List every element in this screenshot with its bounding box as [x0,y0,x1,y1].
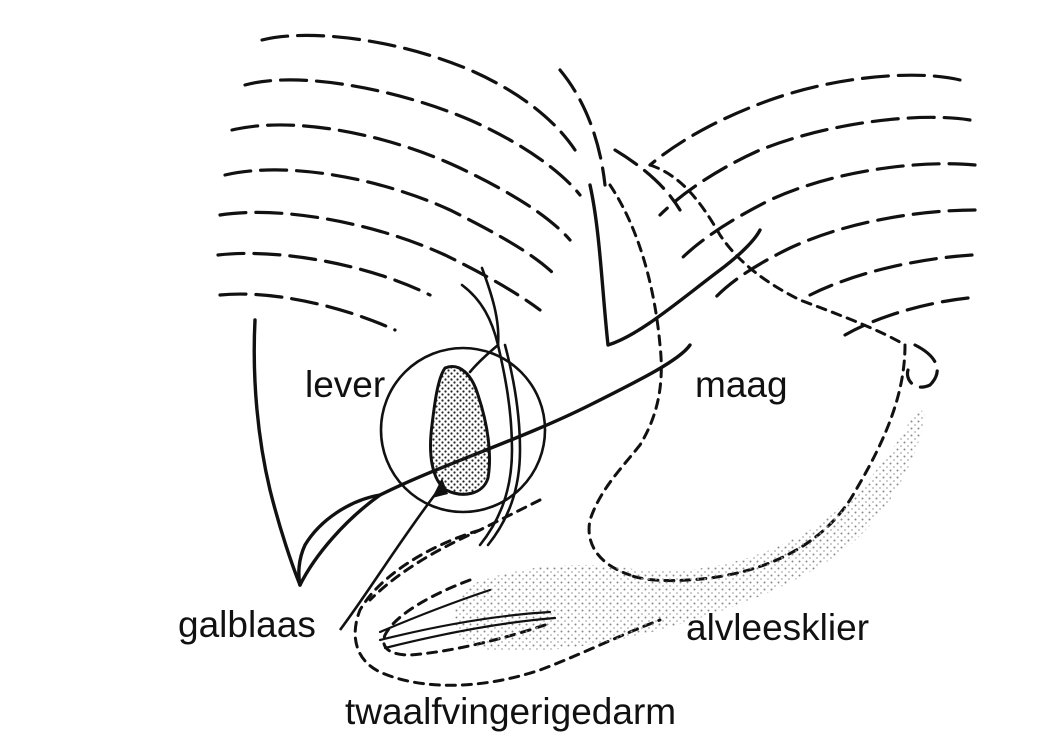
xiphoid [613,148,682,212]
ribcage [216,33,977,389]
cystic-duct [468,343,500,374]
zoom-circle [379,346,547,514]
common-bile-duct [478,343,514,547]
rib-right-4 [713,208,977,300]
liver-label: lever [305,364,386,405]
hepatic-duct-1 [460,283,500,347]
rib-left-6 [216,251,432,297]
duodenum-inner [382,578,547,657]
rib-right-2 [658,115,972,217]
pointer-arrowhead [432,478,448,498]
rib-right-1 [648,73,962,167]
pancreatic-duct [378,588,557,650]
liver-inner-curve [297,493,382,587]
pancreas [453,410,925,652]
rib-left-2 [243,78,582,197]
common-bile-duct-2 [486,343,522,547]
rib-right-5 [808,253,974,297]
sternum [558,68,607,187]
gallbladder-pointer [338,487,442,631]
liver-right-lobe [588,183,762,347]
rib-left-7 [218,292,397,332]
right-costal-margin [905,343,939,389]
rib-left-1 [260,33,577,152]
stomach-fundus [648,163,907,347]
hepatic-duct-2 [480,266,500,347]
duodenum-label: twaalfvingerigedarm [345,691,677,732]
stomach-label: maag [695,364,788,405]
rib-right-6 [843,296,970,337]
stomach-upper [587,183,663,577]
rib-left-4 [223,168,557,277]
pancreas-body [453,410,925,652]
gallbladder-label: galblaas [178,604,316,645]
liver-left-edge [252,318,302,587]
rib-right-3 [678,162,977,262]
duodenum-outline [353,528,662,687]
biliary-system [338,266,547,631]
pancreas-label: alvleesklier [686,607,870,648]
gallbladder-shape [429,365,491,496]
rib-left-3 [230,123,572,242]
duodenum-loop [353,528,662,687]
rib-left-5 [218,210,542,312]
